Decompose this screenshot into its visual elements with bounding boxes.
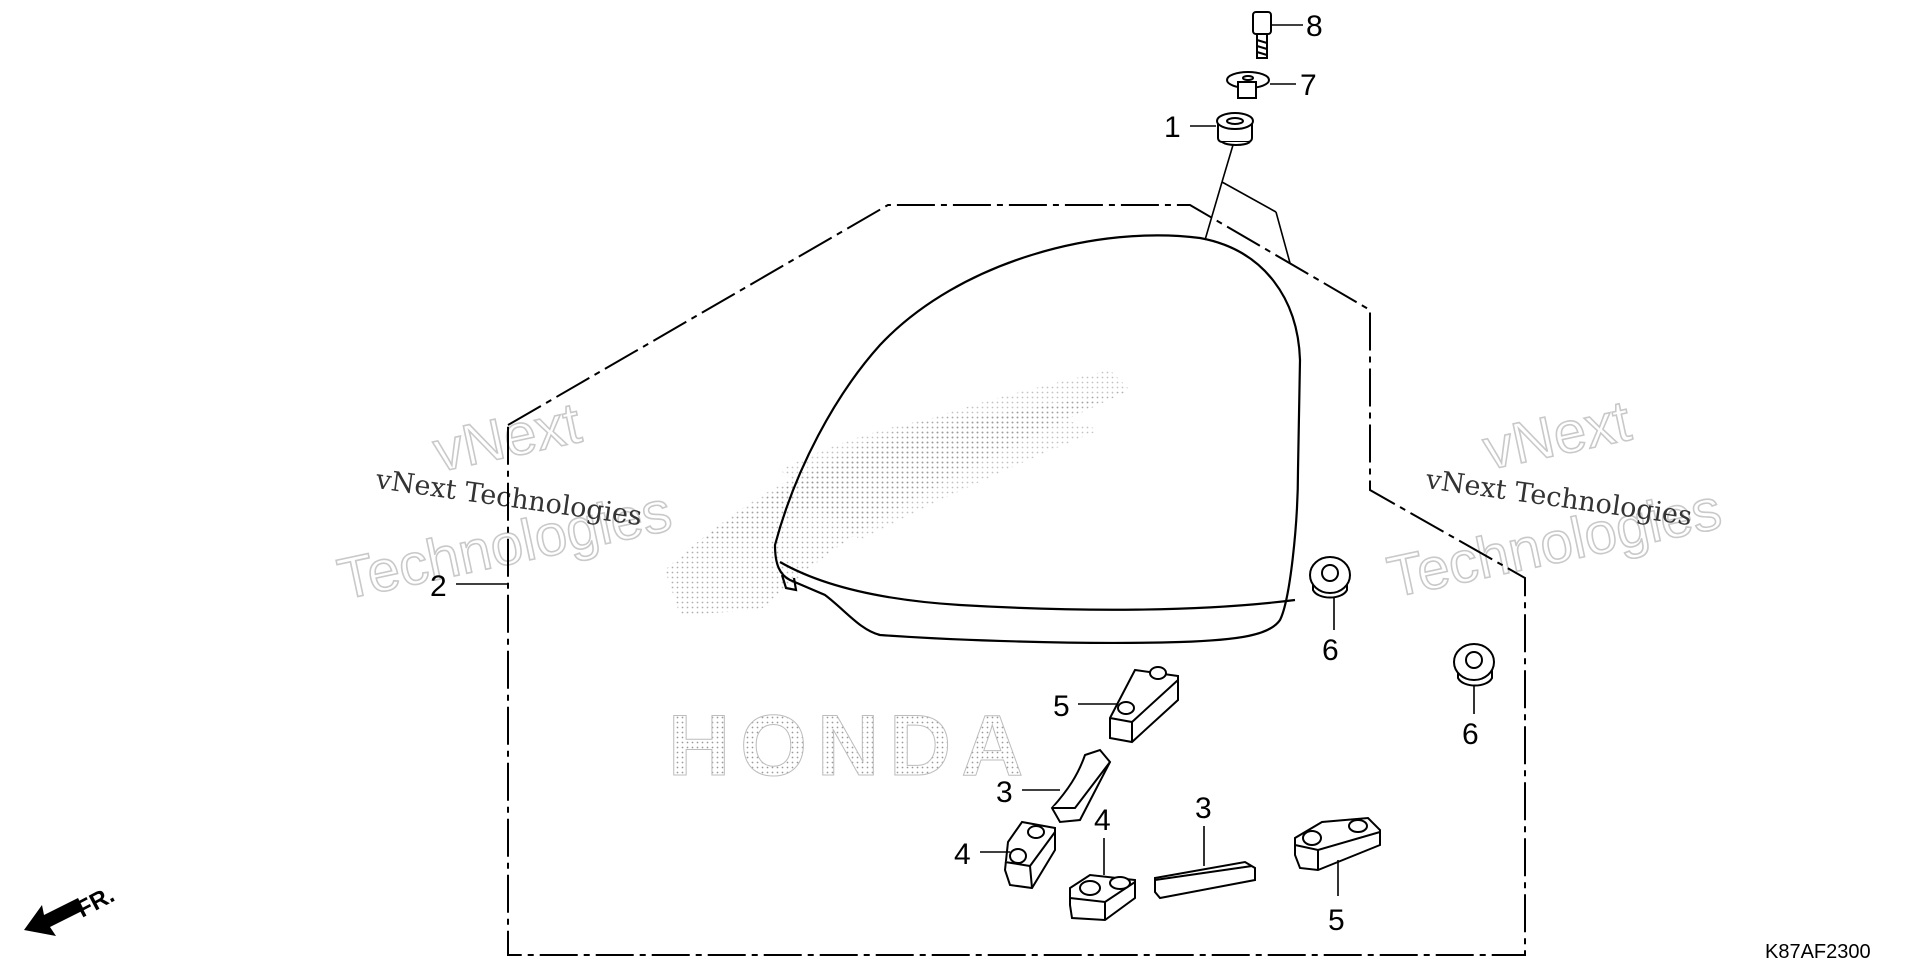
- foam-strip-part-3b: [1154, 860, 1256, 900]
- cushion-part-6a: [1309, 556, 1351, 599]
- honda-wing-logo: HONDA: [665, 370, 1130, 795]
- bolt-part-8: [1252, 11, 1272, 59]
- grommet-leader: [1204, 144, 1291, 264]
- callout-6b: 6: [1462, 718, 1479, 751]
- callout-5a: 5: [1053, 690, 1070, 723]
- callout-1: 1: [1164, 111, 1181, 144]
- block-part-4b: [1069, 873, 1136, 922]
- block-part-5a: [1109, 666, 1179, 744]
- foam-strip-part-3a: [1050, 748, 1112, 824]
- front-direction-indicator: FR.: [24, 881, 119, 936]
- diagram-code: K87AF2300: [1765, 941, 1871, 960]
- callout-4a: 4: [954, 838, 971, 871]
- assembly-outline: [507, 204, 1526, 956]
- block-part-4a: [1003, 820, 1056, 890]
- callout-3b: 3: [1195, 792, 1212, 825]
- callout-8: 8: [1306, 10, 1323, 43]
- honda-logo-text: HONDA: [668, 698, 1033, 794]
- callout-7: 7: [1300, 69, 1317, 102]
- watermark-right-brand: vNext: [1478, 388, 1637, 482]
- front-arrow-icon: [24, 898, 84, 936]
- callout-4b: 4: [1094, 804, 1111, 837]
- seat: [773, 234, 1302, 645]
- callout-3a: 3: [996, 776, 1013, 809]
- collar-part-7: [1226, 71, 1270, 99]
- front-label: FR.: [72, 881, 119, 923]
- callout-6a: 6: [1322, 634, 1339, 667]
- block-part-5b: [1294, 816, 1381, 872]
- callout-5b: 5: [1328, 904, 1345, 937]
- cushion-part-6b: [1453, 643, 1495, 687]
- grommet-part-1: [1216, 112, 1254, 146]
- callout-2: 2: [430, 570, 447, 603]
